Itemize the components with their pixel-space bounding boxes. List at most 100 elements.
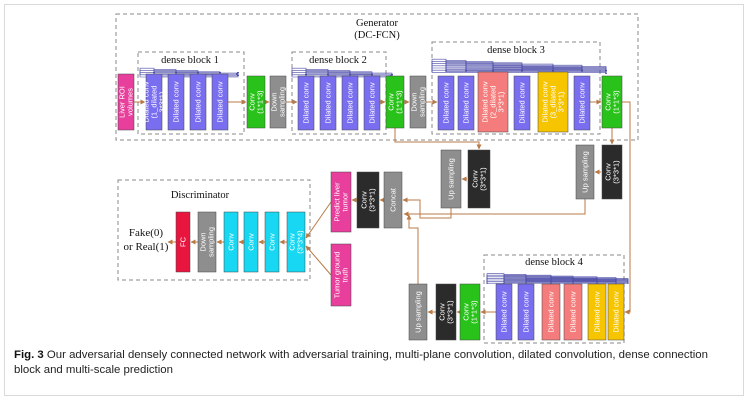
conv-3x3x1-up1: Conv(3*3*1) [467,149,491,209]
up-sampling-3-box [408,283,428,341]
b3-dilated-conv-3dil: Dilated conv(3_dilated3*3*1) [537,71,569,133]
b3-skip-6-7 [581,66,608,73]
disc-conv-1-label: Conv [227,233,236,251]
up-sampling-1-box [440,149,462,209]
b4-conv-1x1x3: Conv(1*1*3) [459,283,481,341]
up-sampling-1: Up sampling [440,149,462,209]
b3-dilated-conv-3-box [513,75,531,131]
up-sampling-3-label: Up sampling [414,291,423,333]
b3-dilated-conv-1-box [437,75,455,131]
conv-3x3x1-up3: Conv(3*3*1) [435,283,457,341]
b1-dilated-conv-4-box [211,73,229,131]
dense-block-4-title: dense block 4 [525,257,583,268]
b3-dilated-conv-2dil-label: Dilated conv(2_dilated3*3*1) [481,81,506,123]
caption-text: Our adversarial densely connected networ… [14,349,708,376]
tumor-ground-truth-box [330,243,352,307]
concat-box [383,171,403,229]
b1-conv-1x1x3: Conv(1*1*3) [246,75,266,129]
disc-conv-3-label: Conv [268,233,277,251]
b4-dilated-conv-3-box [541,283,561,341]
disc-conv-2-label: Conv [247,233,256,251]
conv-3x3x1-up2: Conv(3*3*1) [601,144,623,200]
arrow-up3-to-concat [406,214,419,284]
b2-skip-0-3 [291,72,352,77]
b1-dilated-conv-3-box [189,73,207,131]
disc-conv-1: Conv [223,211,239,273]
down-sampling-1-label: Downsampling [270,87,287,117]
discriminator-region [117,179,311,281]
up-sampling-2-label: Up sampling [581,151,590,193]
b4-dilated-conv-1: Dilated conv [495,283,513,341]
b2-dilated-conv-1-box [297,75,315,131]
b4-dilated-conv-4-box [563,283,583,341]
b4-dilated-conv-1-box [495,283,513,341]
b2-dilated-conv-4-box [363,75,381,131]
conv-3x3x1-up1-box [467,149,491,209]
disc-down-sampling: Downsampling [197,211,217,273]
b2-dilated-conv-2-box [319,75,337,131]
input-liver-roi-box [117,73,135,131]
concat-label: Concat [389,187,398,212]
b1-conv-1x1x3-box [246,75,266,129]
disc-conv-3-box [264,211,280,273]
b2-dilated-conv-3-label: Dilated conv [346,82,355,124]
disc-fc-label: FC [179,236,188,247]
output-real: or Real(1) [124,241,169,253]
dense-block-2-title: dense block 2 [309,55,367,66]
b3-dilated-conv-1-label: Dilated conv [442,82,451,124]
discriminator-title: Discriminator [171,190,230,201]
b1-skip-0-2 [139,70,178,75]
tumor-ground-truth: Tumor groundtruth [330,243,352,307]
b4-conv-1x1x3-box [459,283,481,341]
b1-dilated-conv-3: Dilated conv [189,73,207,131]
disc-fc: FC [175,211,191,273]
conv-3x3x1-up2-box [601,144,623,200]
b4-dilated-conv-5-label: Dilated conv [593,291,602,333]
concat: Concat [383,171,403,229]
up-sampling-1-label: Up sampling [447,158,456,200]
conv-3x3x1-up3-label: Conv(3*3*1) [438,300,455,324]
caption-label: Fig. 3 [14,349,44,361]
b1-dilated-conv-3-label: Dilated conv [194,81,203,123]
b2-conv-1x1x3: Conv(1*1*3) [385,75,405,129]
up-sampling-2: Up sampling [575,144,595,200]
generator-region [115,13,639,141]
input-liver-roi: Liver ROIvolumes [117,73,135,131]
b4-conv-1x1x3-label: Conv(1*1*3) [462,300,479,324]
b2-conv-1x1x3-label: Conv(1*1*3) [387,90,404,114]
disc-down-sampling-box [197,211,217,273]
arrow-truth-disc [305,245,332,276]
b1-dilated-conv-4-label: Dilated conv [216,81,225,123]
b4-dilated-conv-3: Dilated conv [541,283,561,341]
generator-subtitle: (DC-FCN) [354,30,400,41]
b4-dilated-conv-2-box [517,283,535,341]
generator-title: Generator [356,18,398,29]
disc-conv-1-box [223,211,239,273]
b1-skip-0-1 [139,67,156,75]
arrow-up2-to-concat [403,199,586,217]
b4-skip-6-7 [615,278,629,284]
b3-dilated-conv-2-label: Dilated conv [462,82,471,124]
down-sampling-2-label: Downsampling [410,87,427,117]
b1-dilated-conv-4: Dilated conv [211,73,229,131]
disc-conv-3x3x4: Conv(3*3*4) [286,211,306,273]
b1-dilated-conv-2: Dilated conv [167,73,185,131]
predict-liver-tumor-box [330,171,352,233]
down-sampling-1-box [269,75,287,129]
arrow-up1-to-concat [402,197,452,219]
b3-dilated-conv-3-label: Dilated conv [518,82,527,124]
b4-dilated-conv-6: Dilated conv [607,283,625,341]
b3-dilated-conv-2dil-box [477,71,509,133]
input-liver-roi-label: Liver ROIvolumes [118,86,135,118]
b4-dilated-conv-4: Dilated conv [563,283,583,341]
b2-skip-4-5 [371,72,394,77]
disc-fc-box [175,211,191,273]
b3-dilated-conv-4-box [573,75,591,131]
dense-block-3-title: dense block 3 [487,45,545,56]
b2-dilated-conv-4: Dilated conv [363,75,381,131]
dense-block-3-region [431,41,601,135]
b4-dilated-conv-2: Dilated conv [517,283,535,341]
disc-conv-3: Conv [264,211,280,273]
down-sampling-1: Downsampling [269,75,287,129]
tumor-ground-truth-label: Tumor groundtruth [333,252,350,299]
